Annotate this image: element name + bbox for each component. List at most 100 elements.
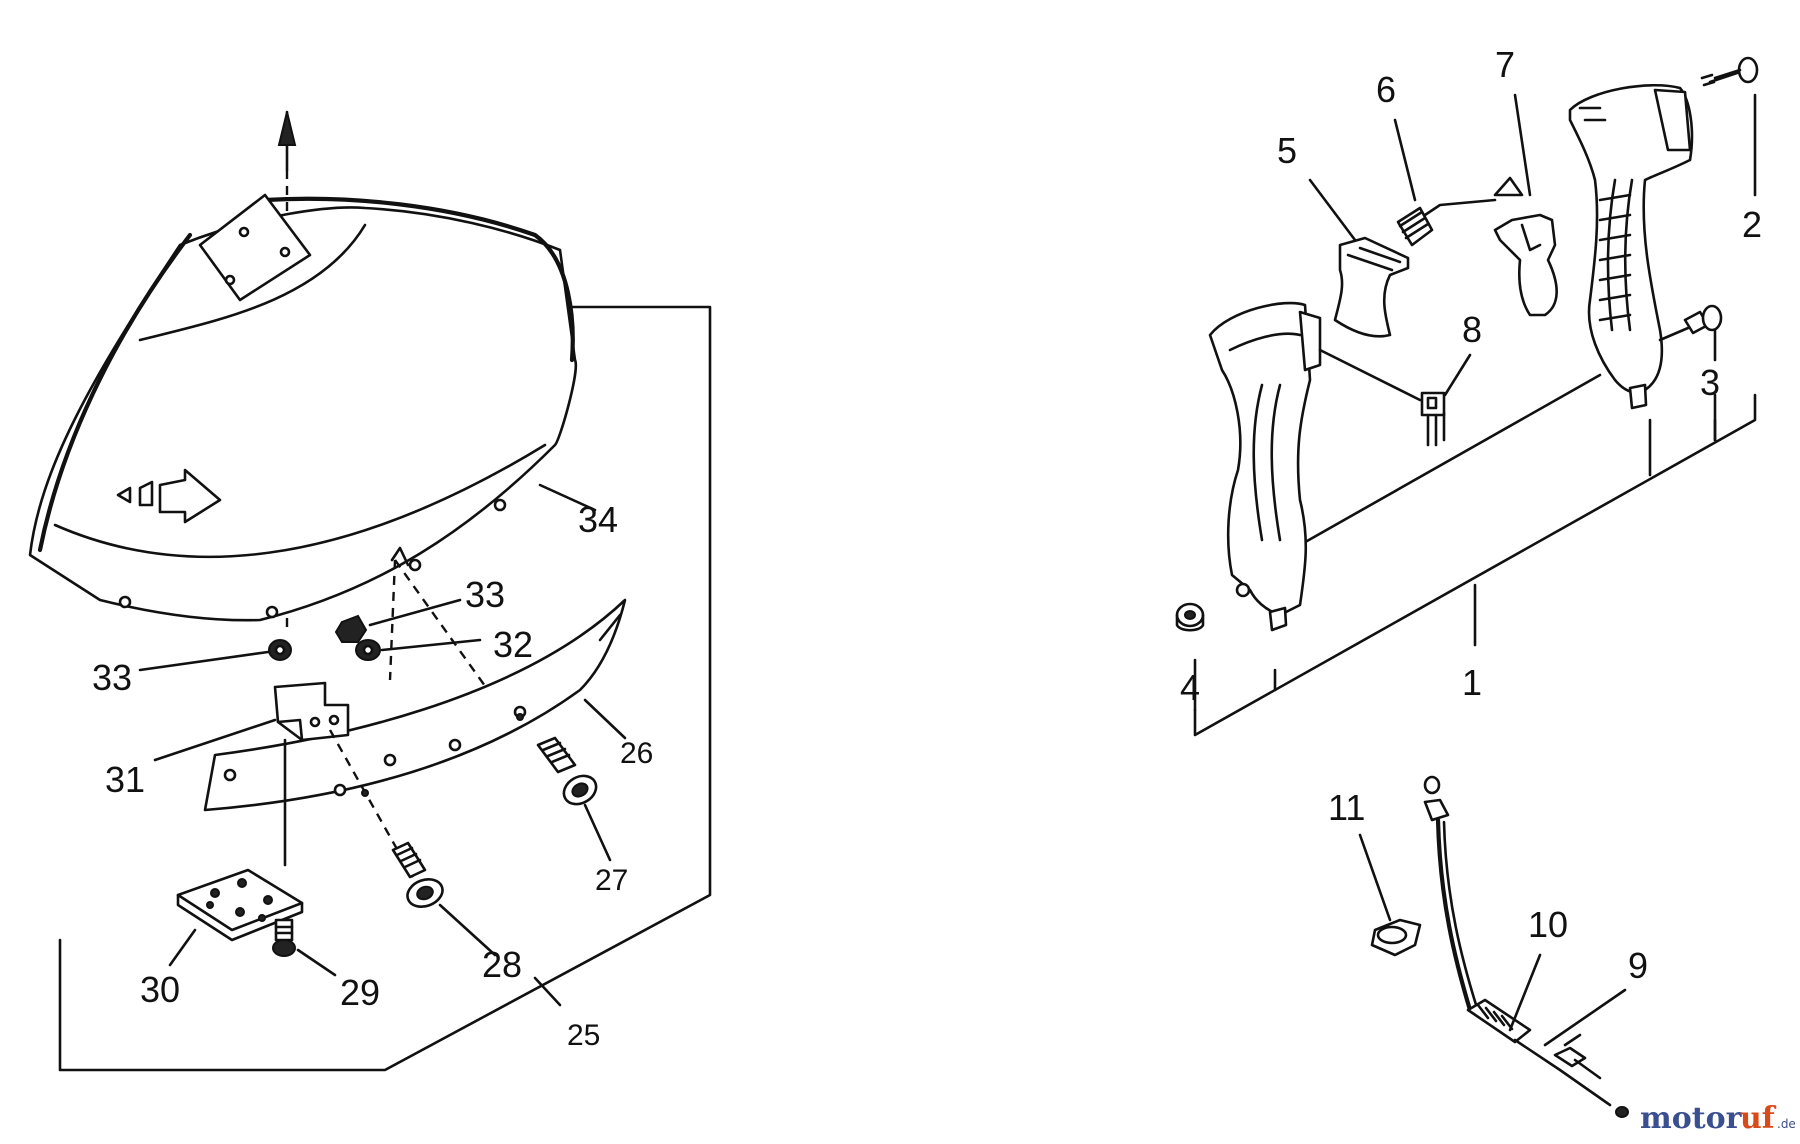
- handle-assembly: [1175, 56, 1759, 1118]
- throttle-trigger-detail: [1520, 223, 1542, 252]
- blade-hole: [383, 753, 397, 767]
- leader-33-left: [138, 650, 270, 672]
- watermark-part1: motor: [1640, 1101, 1743, 1136]
- bracket-hole: [309, 716, 321, 728]
- callout-1: 1: [1462, 662, 1482, 703]
- assembly-bracket-25: [58, 305, 712, 1072]
- arrow-small: [390, 546, 410, 567]
- bracket-31-fold: [276, 720, 304, 742]
- switch-8: [1420, 391, 1446, 447]
- guard-shell: [28, 206, 578, 622]
- callout-3: 3: [1700, 362, 1720, 403]
- throttle-trigger-7: [1493, 213, 1558, 317]
- nut-33-right: [334, 614, 368, 643]
- bracket-hole: [328, 714, 340, 726]
- handle-right-half: [1568, 84, 1694, 394]
- callout-labels: 1 2 3 4 5 6 7 8 9 10 11 25 26 27 28 29 3…: [92, 44, 1762, 1052]
- callout-4: 4: [1180, 667, 1200, 708]
- lockout-lever-detail: [1346, 246, 1402, 272]
- plate-hole: [224, 274, 236, 286]
- blade-edge: [598, 613, 622, 642]
- blade-hole: [333, 783, 347, 797]
- watermark-part2: uf: [1740, 1101, 1777, 1136]
- leader-5: [1308, 178, 1357, 242]
- callout-33-left: 33: [92, 657, 132, 698]
- leader-8: [1443, 353, 1472, 397]
- nut-4: [1175, 602, 1205, 632]
- callout-30: 30: [140, 969, 180, 1010]
- guard-hole: [408, 558, 422, 572]
- handle-left-groove: [1270, 383, 1282, 542]
- screw-27: [516, 713, 598, 806]
- handle-left-half: [1208, 301, 1312, 617]
- switch-connect-line: [1318, 348, 1422, 402]
- callout-9: 9: [1628, 945, 1648, 986]
- screw-29: [272, 918, 296, 957]
- trigger-clip: [1493, 176, 1524, 197]
- handle-left-edge: [1228, 332, 1302, 352]
- nut-33-left-hole: [274, 644, 286, 656]
- blade-hole: [223, 768, 237, 782]
- callout-7: 7: [1495, 44, 1515, 85]
- watermark-logo: motor uf .de: [1640, 1101, 1796, 1136]
- leader-29: [296, 948, 337, 977]
- leader-11: [1358, 833, 1392, 922]
- handle-right-top-tab: [1653, 88, 1692, 152]
- washer-32-hole: [362, 644, 374, 656]
- leader-6: [1393, 118, 1417, 202]
- callout-2: 2: [1742, 204, 1762, 245]
- callout-32: 32: [493, 624, 533, 665]
- leader-31: [153, 718, 277, 762]
- callout-26: 26: [620, 737, 653, 770]
- cable-clip-11: [1370, 918, 1422, 957]
- handle-right-rib: [1606, 178, 1617, 332]
- leader-30: [168, 928, 197, 967]
- guard-hole: [265, 605, 279, 619]
- callout-29: 29: [340, 972, 380, 1013]
- guard-hole: [118, 595, 132, 609]
- callout-8: 8: [1462, 309, 1482, 350]
- watermark-suffix: .de: [1777, 1117, 1796, 1131]
- arrow-head: [277, 111, 297, 146]
- callout-25: 25: [567, 1019, 600, 1052]
- handle-left-groove: [1252, 383, 1264, 542]
- handle-left-tab: [1298, 310, 1322, 372]
- throttle-cable: [1423, 775, 1629, 1118]
- callout-28: 28: [482, 944, 522, 985]
- cutter-blade-26: [203, 598, 627, 812]
- handle-left-hole: [1235, 582, 1251, 598]
- plate-hole: [279, 246, 291, 258]
- leader-28: [438, 903, 497, 957]
- callout-33-right: 33: [465, 574, 505, 615]
- handle-right-slot: [1578, 106, 1607, 122]
- axis-dashed-line: [388, 559, 397, 681]
- callout-34: 34: [578, 499, 618, 540]
- guard-rim-top: [262, 196, 575, 363]
- callout-11: 11: [1328, 787, 1365, 828]
- leader-9: [1543, 988, 1627, 1047]
- axis-dashed-line: [394, 559, 496, 701]
- guard-rim: [37, 232, 193, 553]
- blade-hole: [448, 738, 462, 752]
- spring-6: [1396, 198, 1497, 247]
- leader-25: [533, 976, 562, 1007]
- rotation-arrow-icon: [116, 468, 222, 524]
- guard-hole: [493, 498, 507, 512]
- leader-33-right: [368, 598, 462, 627]
- guard-lower-arc: [53, 443, 547, 559]
- leader-26: [583, 698, 627, 740]
- leader-34: [538, 483, 597, 512]
- callout-31: 31: [105, 759, 145, 800]
- callout-6: 6: [1376, 69, 1396, 110]
- plate-hole: [238, 226, 250, 238]
- guard-inner-arc: [138, 223, 367, 342]
- bracket-upper-line: [1298, 373, 1602, 547]
- handle-right-tip: [1628, 383, 1648, 410]
- lockout-lever-5: [1333, 236, 1410, 338]
- callout-10: 10: [1528, 904, 1568, 945]
- leader-32: [380, 638, 482, 652]
- screw-28: [361, 789, 444, 908]
- assembly-bracket-1: [1193, 393, 1757, 737]
- leader-7: [1513, 93, 1532, 197]
